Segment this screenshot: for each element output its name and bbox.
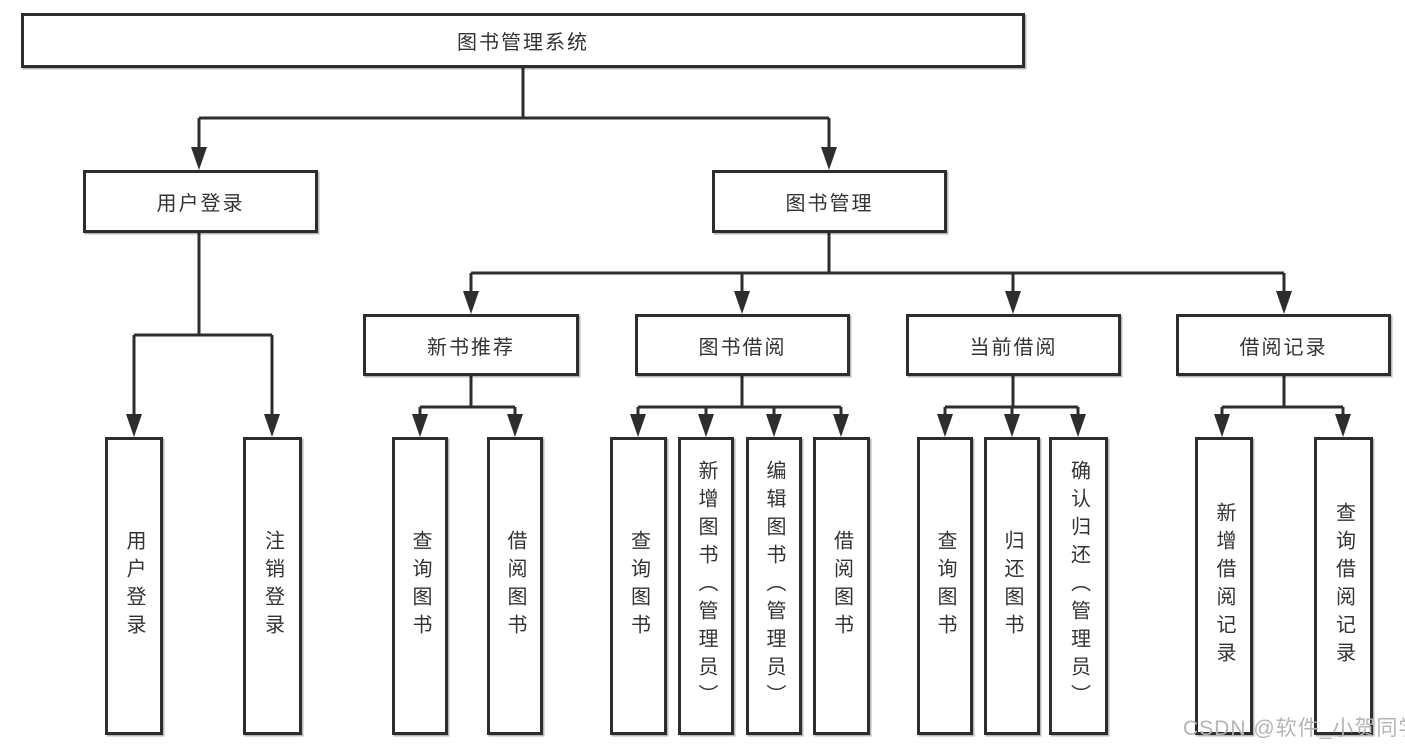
node-label: 新增图书（管理员） <box>695 460 717 712</box>
arrow-down-icon <box>191 147 207 170</box>
arrow-down-icon <box>1214 414 1230 437</box>
node-label: 查询图书 <box>934 530 956 642</box>
node-query-borrow-record: 查询借阅记录 <box>1314 437 1373 735</box>
node-user-login-action: 用户登录 <box>105 437 163 735</box>
node-borrow-books-action: 借阅图书 <box>813 437 870 735</box>
node-query-books-current: 查询图书 <box>917 437 973 735</box>
node-return-books: 归还图书 <box>984 437 1040 735</box>
node-label: 用户登录 <box>123 530 145 642</box>
node-new-book-recommend: 新书推荐 <box>363 314 579 376</box>
node-label: 新增借阅记录 <box>1213 502 1235 670</box>
arrow-down-icon <box>1004 414 1020 437</box>
arrow-down-icon <box>833 414 849 437</box>
arrow-down-icons <box>126 147 1351 437</box>
arrow-down-icon <box>698 414 714 437</box>
node-query-books-recommend: 查询图书 <box>392 437 448 735</box>
node-confirm-return-admin: 确认归还（管理员） <box>1049 437 1108 735</box>
node-label: 查询图书 <box>627 530 650 642</box>
node-add-borrow-record: 新增借阅记录 <box>1195 437 1253 735</box>
node-current-borrow: 当前借阅 <box>906 314 1121 376</box>
arrow-down-icon <box>734 291 750 314</box>
node-label: 编辑图书（管理员） <box>763 460 785 712</box>
node-book-borrow: 图书借阅 <box>635 314 850 376</box>
node-label: 借阅图书 <box>830 530 853 642</box>
arrow-down-icon <box>507 414 523 437</box>
node-user-login: 用户登录 <box>83 170 318 233</box>
arrow-down-icon <box>766 414 782 437</box>
arrow-down-icon <box>630 414 646 437</box>
node-query-books-borrow: 查询图书 <box>610 437 667 735</box>
arrow-down-icon <box>937 414 953 437</box>
node-label: 借阅图书 <box>504 530 526 642</box>
arrow-down-icon <box>412 414 428 437</box>
node-library-system: 图书管理系统 <box>21 13 1025 68</box>
arrow-down-icon <box>1276 291 1292 314</box>
node-label: 查询借阅记录 <box>1332 502 1355 670</box>
node-label: 注销登录 <box>261 530 284 642</box>
node-edit-book-admin: 编辑图书（管理员） <box>746 437 802 735</box>
node-book-management: 图书管理 <box>712 170 947 233</box>
arrow-down-icon <box>264 414 280 437</box>
arrow-down-icon <box>1335 414 1351 437</box>
arrow-down-icon <box>463 291 479 314</box>
node-label: 归还图书 <box>1001 530 1023 642</box>
node-borrow-books-recommend: 借阅图书 <box>487 437 543 735</box>
watermark: CSDN @软件_小贺同学 <box>1183 717 1405 740</box>
arrow-down-icon <box>126 414 142 437</box>
arrow-down-icon <box>1005 291 1021 314</box>
node-label: 确认归还（管理员） <box>1067 460 1090 712</box>
node-add-book-admin: 新增图书（管理员） <box>678 437 734 735</box>
arrow-down-icon <box>821 147 837 170</box>
node-logout-action: 注销登录 <box>243 437 302 735</box>
node-label: 查询图书 <box>409 530 431 642</box>
node-borrow-records: 借阅记录 <box>1176 314 1391 376</box>
connector-path <box>132 68 1345 416</box>
arrow-down-icon <box>1070 414 1086 437</box>
